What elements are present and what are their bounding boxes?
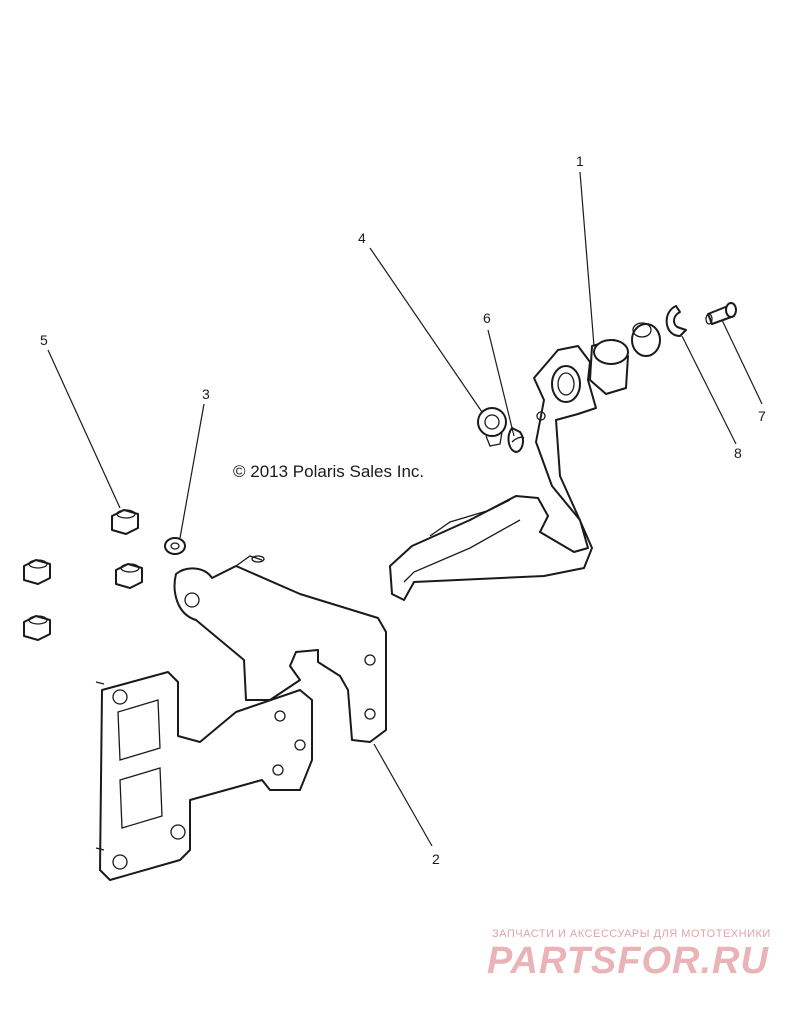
callout-1: 1	[576, 153, 584, 169]
nut-part-5d	[23, 615, 51, 641]
leader-4	[369, 247, 483, 413]
e-clip-part-8	[665, 305, 687, 337]
leader-1	[579, 171, 595, 347]
brake-pedal-part	[389, 339, 629, 601]
callout-2: 2	[432, 851, 440, 867]
nut-part-5	[111, 509, 139, 535]
leader-3	[179, 403, 205, 539]
callout-7: 7	[758, 408, 766, 424]
leader-lines	[47, 171, 763, 847]
callout-labels: 1 2 3 4 5 6 7 8	[40, 153, 766, 867]
pin-part-7	[705, 302, 737, 325]
callout-5: 5	[40, 332, 48, 348]
washer-part-3	[164, 537, 186, 555]
leader-5	[47, 349, 121, 509]
clip-part-6	[507, 427, 525, 453]
leader-8	[681, 335, 737, 445]
callout-4: 4	[358, 230, 366, 246]
leader-7	[721, 319, 763, 405]
leader-6	[487, 329, 515, 437]
copyright-notice: © 2013 Polaris Sales Inc.	[233, 462, 425, 481]
bushing-part-4	[477, 407, 507, 447]
nut-part-5c	[115, 563, 143, 589]
callout-6: 6	[483, 310, 491, 326]
nut-part-5b	[23, 559, 51, 585]
shaft-bushing-part	[631, 322, 661, 357]
callout-3: 3	[202, 386, 210, 402]
mounting-bracket-part	[95, 555, 387, 881]
callout-8: 8	[734, 445, 742, 461]
leader-2	[373, 743, 433, 847]
watermark-logo: PARTSFOR.RU	[487, 940, 769, 982]
watermark-tagline: ЗАПЧАСТИ И АКСЕССУАРЫ ДЛЯ МОТОТЕХНИКИ	[492, 928, 771, 940]
